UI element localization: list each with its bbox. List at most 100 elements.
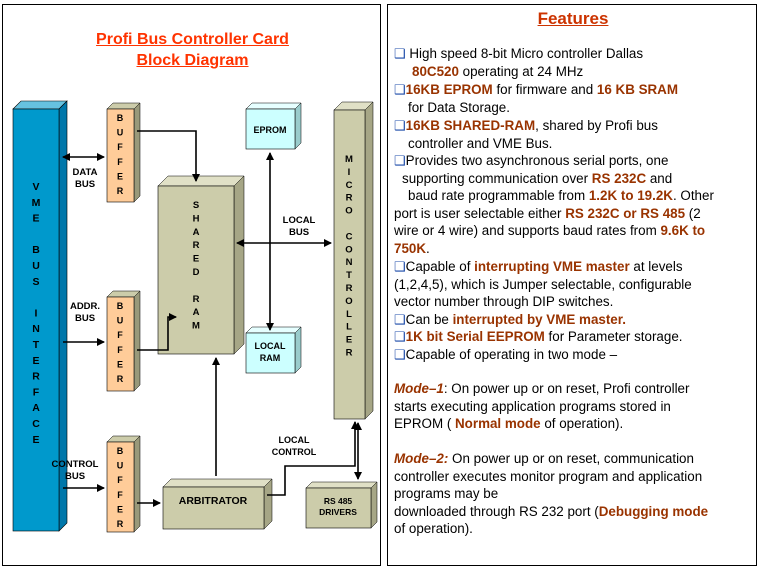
vme-bus-interface-letter: N: [32, 323, 40, 335]
mode-2-description: Mode–2: On power up or on reset, communi…: [394, 451, 709, 537]
buffer-letter: U: [117, 461, 124, 471]
local-ram-label-1: LOCAL: [255, 341, 286, 351]
micro-controller-letter: L: [346, 322, 352, 333]
diagram-title: Profi Bus Controller Card: [96, 31, 289, 48]
micro-controller-letter: L: [346, 309, 352, 320]
mode-1-description: Mode–1: On power up or on reset, Profi c…: [394, 381, 690, 432]
vme-bus-interface-letter: M: [32, 197, 41, 209]
rs485-label-2: DRIVERS: [319, 507, 357, 517]
shared-ram-letter: R: [193, 240, 200, 251]
feature-item-eeprom: ❑1K bit Serial EEPROM for Parameter stor…: [394, 329, 683, 344]
micro-controller-letter: R: [346, 283, 353, 294]
buffer-letter: F: [117, 345, 123, 355]
buffer-letter: R: [117, 186, 124, 196]
feature-item-memory: ❑16KB EPROM for firmware and 16 KB SRAM …: [394, 82, 679, 115]
feature-item-interrupted-by: ❑Can be interrupted by VME master.: [394, 312, 626, 327]
data-bus-label-1: DATA: [73, 167, 98, 178]
svg-text:SHARED RAM: SHARED RAM: [192, 200, 200, 332]
micro-controller-letter: N: [346, 257, 353, 268]
local-ram-block: LOCAL RAM: [245, 326, 302, 374]
vme-bus-interface-letter: B: [32, 244, 40, 256]
shared-ram-letter: S: [193, 200, 199, 211]
local-control-label-2: CONTROL: [272, 447, 317, 457]
feature-item-two-modes: ❑Capable of operating in two mode –: [394, 347, 618, 362]
control-bus-label-2: BUS: [65, 471, 85, 482]
shared-ram-letter: R: [193, 294, 200, 305]
buffer-letter: B: [117, 446, 124, 456]
vme-bus-interface-letter: S: [32, 276, 39, 288]
local-bus-label-2: BUS: [289, 227, 309, 238]
eprom-label: EPROM: [253, 125, 286, 135]
micro-controller-letter: C: [346, 231, 353, 242]
micro-controller-letter: E: [346, 335, 352, 346]
buffer-letter: F: [117, 490, 123, 500]
shared-ram-letter: A: [193, 227, 200, 238]
buffer-letter: R: [117, 519, 124, 529]
vme-bus-interface-letter: I: [35, 307, 38, 319]
eprom-block: EPROM: [245, 102, 302, 150]
local-ram-label-2: RAM: [260, 353, 281, 363]
feature-item-microcontroller: ❑ High speed 8-bit Micro controller Dall…: [394, 46, 644, 79]
buffer-letter: R: [117, 374, 124, 384]
buffer-letter: F: [117, 475, 123, 485]
shared-ram-letter: H: [193, 213, 200, 224]
vme-bus-interface-letter: V: [32, 181, 39, 193]
buffer-letter: U: [117, 316, 124, 326]
micro-controller-letter: T: [346, 270, 352, 281]
vme-bus-interface-letter: E: [32, 355, 39, 367]
local-bus-label-1: LOCAL: [283, 215, 316, 226]
micro-controller-letter: R: [346, 347, 353, 358]
bus-labels: DATA BUS ADDR. BUS CONTROL BUS LOCAL BUS…: [52, 167, 317, 482]
rs485-drivers-block: RS 485 DRIVERS: [305, 481, 378, 529]
buffer-letter: U: [117, 128, 124, 138]
buffer-letter: F: [117, 157, 123, 167]
arbitrator-block: ARBITRATOR: [162, 478, 273, 530]
feature-item-serial-ports: ❑Provides two asynchronous serial ports,…: [394, 153, 714, 256]
vme-bus-interface-letter: [35, 228, 38, 240]
diagram-subtitle: Block Diagram: [136, 52, 249, 69]
micro-controller-letter: I: [348, 167, 351, 178]
control-bus-label-1: CONTROL: [52, 459, 99, 470]
data-bus-label-2: BUS: [75, 179, 95, 190]
vme-bus-interface-letter: U: [32, 260, 40, 272]
connectors: [62, 130, 362, 507]
features-panel: Features ❑ High speed 8-bit Micro contro…: [387, 4, 757, 566]
vme-bus-interface-letter: [35, 292, 38, 304]
vme-bus-interface-letter: F: [33, 386, 40, 398]
micro-controller-letter: M: [345, 154, 353, 165]
micro-controller-letter: O: [345, 206, 352, 217]
features-title: Features: [537, 9, 609, 28]
vme-bus-interface-letter: A: [32, 402, 40, 414]
vme-bus-interface-letter: R: [32, 371, 40, 383]
shared-ram-letter: A: [193, 307, 200, 318]
vme-bus-interface-letter: C: [32, 418, 40, 430]
local-control-label-1: LOCAL: [279, 435, 310, 445]
buffer-letter: B: [117, 301, 124, 311]
micro-controller-letter: O: [345, 244, 352, 255]
buffer-letter: F: [117, 142, 123, 152]
micro-controller-letter: C: [346, 180, 353, 191]
vme-bus-interface-letter: T: [33, 339, 40, 351]
buffer-letter: E: [117, 504, 123, 514]
buffer-letter: E: [117, 171, 123, 181]
addr-bus-label-2: BUS: [75, 313, 95, 324]
feature-item-interrupt-master: ❑Capable of interrupting VME master at l…: [394, 259, 692, 310]
rs485-label-1: RS 485: [324, 496, 353, 506]
micro-controller-letter: R: [346, 193, 353, 204]
shared-ram-letter: [195, 280, 198, 291]
vme-bus-interface-letter: E: [32, 434, 39, 446]
micro-controller-letter: [348, 219, 351, 230]
arbitrator-label: ARBITRATOR: [179, 495, 248, 507]
vme-bus-interface-letter: E: [32, 213, 39, 225]
shared-ram-letter: E: [193, 254, 199, 265]
